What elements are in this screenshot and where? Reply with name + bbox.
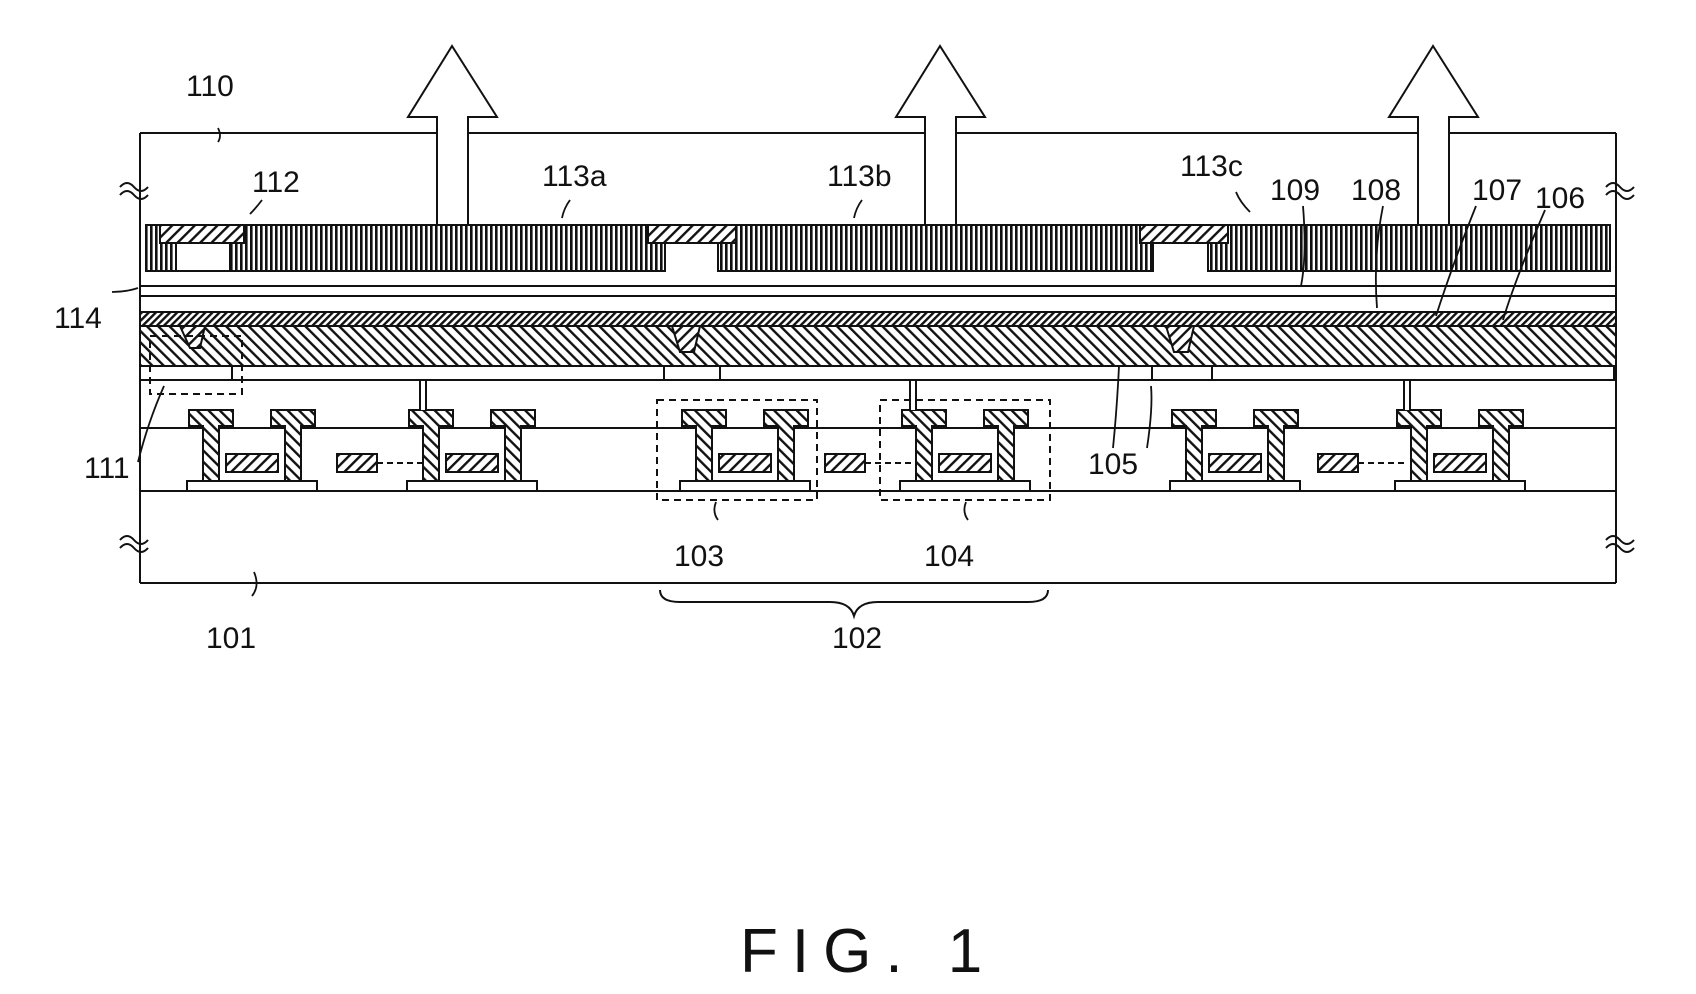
- label-110: 110: [186, 70, 234, 103]
- label-112: 112: [252, 166, 300, 199]
- label-107: 107: [1472, 174, 1522, 207]
- light-arrow-3: [1389, 46, 1478, 225]
- transistor: [1395, 410, 1525, 491]
- el-layer-107: [140, 326, 1616, 366]
- color-filter-113c: [1208, 225, 1610, 271]
- transistor-103: [680, 410, 810, 491]
- brace-102: [660, 590, 1048, 616]
- label-113b: 113b: [827, 160, 892, 193]
- capacitor: [337, 454, 377, 472]
- label-104: 104: [924, 540, 974, 573]
- pixel-electrodes-106: [232, 366, 1614, 380]
- transistor-array: [187, 380, 1525, 491]
- contact-via: [910, 380, 916, 410]
- color-filter-layer: [146, 225, 1610, 271]
- label-113a: 113a: [542, 160, 607, 193]
- light-arrow-2: [896, 46, 985, 225]
- label-105: 105: [1088, 448, 1138, 481]
- transistor: [1170, 410, 1300, 491]
- transistor: [407, 410, 537, 491]
- transistor-104: [900, 410, 1030, 491]
- color-filter-113b: [718, 225, 1153, 271]
- black-matrix-112: [160, 225, 244, 243]
- contact-via: [1404, 380, 1410, 410]
- label-114: 114: [54, 302, 102, 335]
- insulating-layer-105: [140, 380, 1616, 428]
- color-filter-113a: [230, 225, 665, 271]
- label-101: 101: [206, 622, 256, 655]
- label-113c: 113c: [1180, 150, 1243, 183]
- capacitor: [825, 454, 865, 472]
- label-102: 102: [832, 622, 882, 655]
- black-matrix: [648, 225, 736, 243]
- label-111: 111: [84, 452, 130, 485]
- transistor: [187, 410, 317, 491]
- figure-caption: FIG. 1: [740, 917, 996, 986]
- label-108: 108: [1351, 174, 1401, 207]
- label-106: 106: [1535, 182, 1585, 215]
- label-103: 103: [674, 540, 724, 573]
- electrode-layer-108: [140, 312, 1616, 326]
- light-arrow-1: [408, 46, 497, 225]
- layer-114: [140, 286, 1616, 296]
- black-matrix: [1140, 225, 1228, 243]
- contact-via: [420, 380, 426, 410]
- label-109: 109: [1270, 174, 1320, 207]
- capacitor: [1318, 454, 1358, 472]
